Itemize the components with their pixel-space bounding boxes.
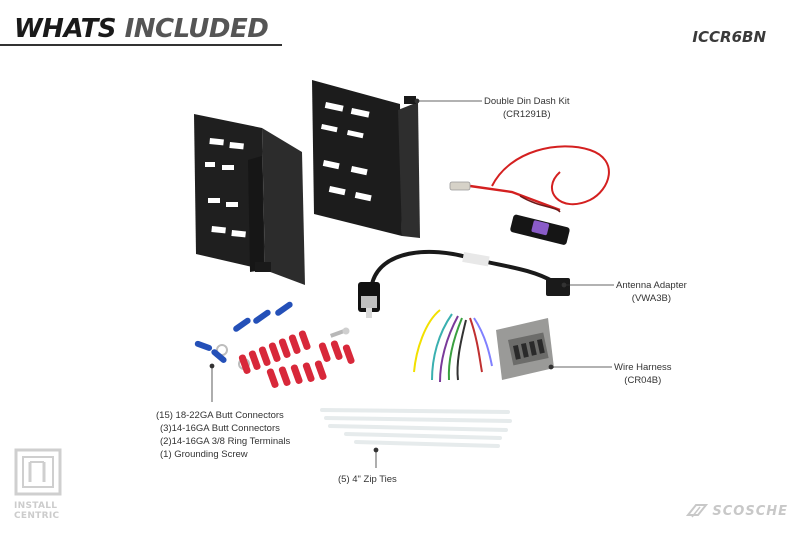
connector-item: (1) Grounding Screw [160,449,248,460]
grounding-screw [330,327,350,338]
ring-terminals [194,340,250,370]
callout-dash-kit-name: Double Din Dash Kit [484,96,570,107]
title-underline [0,44,282,46]
callout-lines [209,98,614,468]
callout-antenna-part: (VWA3B) [631,293,672,304]
callout-antenna-name: Antenna Adapter [616,280,687,291]
wire-harness [413,309,554,383]
page-title: WHATS INCLUDED [14,14,269,44]
callout-dash-kit: Double Din Dash Kit (CR1291B) [484,95,570,121]
connector-item: (15) 18-22GA Butt Connectors [156,410,284,421]
scosche-wordmark: SCOSCHE [712,503,788,519]
title-word-included: INCLUDED [124,14,269,44]
callout-antenna-adapter: Antenna Adapter (VWA3B) [616,279,687,305]
callout-wire-harness: Wire Harness (CR04B) [614,361,672,387]
install-centric-line1: INSTALL [14,501,58,511]
install-centric-line2: CENTRIC [14,511,60,521]
butt-connectors-red [238,330,355,388]
scosche-swoosh-icon [686,504,709,518]
zip-ties [320,408,512,448]
callout-dash-kit-part: (CR1291B) [503,109,551,120]
antenna-adapter [358,249,570,318]
callout-harness-name: Wire Harness [614,362,672,373]
install-centric-logo: INSTALL CENTRIC [14,448,76,521]
product-sku: ICCR6BN [692,28,766,46]
fused-power-wire [449,145,610,245]
dash-bracket-left [194,114,305,285]
scosche-logo: SCOSCHE [686,503,788,519]
callout-zip-ties: (5) 4" Zip Ties [338,474,397,485]
butt-connectors-blue [233,301,293,332]
callout-connectors: (15) 18-22GA Butt Connectors (3)14-16GA … [156,409,290,461]
connector-item: (2)14-16GA 3/8 Ring Terminals [160,436,291,447]
connector-item: (3)14-16GA Butt Connectors [160,423,280,434]
dash-bracket-right [312,80,420,238]
callout-harness-part: (CR04B) [624,375,662,386]
title-word-whats: WHATS [14,14,117,44]
install-centric-icon [14,448,62,496]
